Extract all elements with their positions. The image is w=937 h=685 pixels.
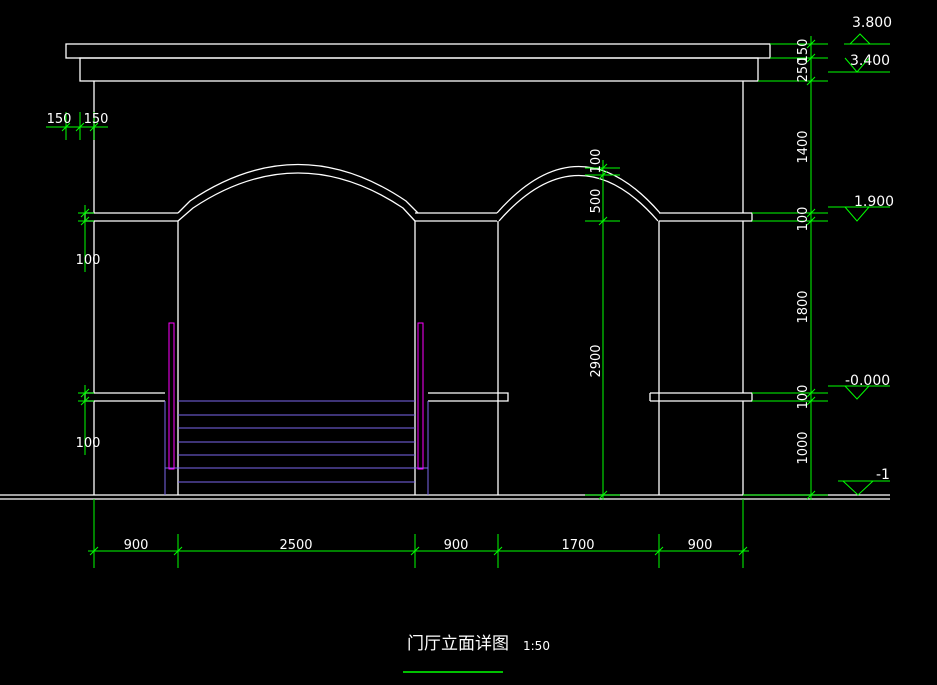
dim-right-4: 100 — [796, 207, 811, 232]
dim-left-top-1: 150 — [47, 112, 72, 127]
dim-right-3: 1400 — [796, 130, 811, 163]
side-arch — [496, 166, 661, 214]
roof-fascia — [79, 57, 759, 82]
dim-right-7: 1000 — [796, 431, 811, 464]
level-ground: -1 — [876, 467, 890, 483]
stair-railings — [168, 322, 424, 470]
main-arch — [177, 163, 419, 214]
dim-right-2: 250 — [796, 58, 811, 83]
level-roof: 3.400 — [850, 53, 890, 69]
railing-left — [168, 322, 175, 470]
level-labels: 3.800 3.400 1.900 -0.000 -1 — [845, 15, 894, 483]
dim-bottom-3: 900 — [444, 538, 469, 553]
level-roof-top: 3.800 — [852, 15, 892, 31]
dim-bottom-5: 900 — [688, 538, 713, 553]
building-outline — [0, 43, 890, 500]
level-floor: -0.000 — [845, 373, 890, 389]
level-arch-band: 1.900 — [854, 194, 894, 210]
dim-right-5: 1800 — [796, 290, 811, 323]
dim-bottom-4: 1700 — [561, 538, 594, 553]
dim-left-band-lower: 100 — [76, 436, 101, 451]
drawing-scale: 1:50 — [523, 639, 550, 653]
dimension-lines — [46, 33, 890, 568]
dim-left-band-upper: 100 — [76, 253, 101, 268]
dim-bottom-2: 2500 — [279, 538, 312, 553]
dim-right-6: 100 — [796, 385, 811, 410]
entrance-stairs — [164, 400, 429, 495]
dimension-labels: 900 2500 900 1700 900 150 250 1400 100 1… — [47, 39, 811, 553]
dim-inner-arch-top: 100 — [589, 149, 604, 174]
drawing-title-block: 门厅立面详图 1:50 — [403, 634, 550, 673]
dim-left-top-2: 150 — [84, 112, 109, 127]
dim-inner-arch: 500 — [589, 189, 604, 214]
dim-inner-height: 2900 — [589, 344, 604, 377]
dim-right-1: 150 — [796, 39, 811, 64]
drawing-title: 门厅立面详图 — [407, 634, 509, 654]
dim-bottom-1: 900 — [124, 538, 149, 553]
railing-right — [417, 322, 424, 470]
roof-cornice — [65, 43, 771, 59]
